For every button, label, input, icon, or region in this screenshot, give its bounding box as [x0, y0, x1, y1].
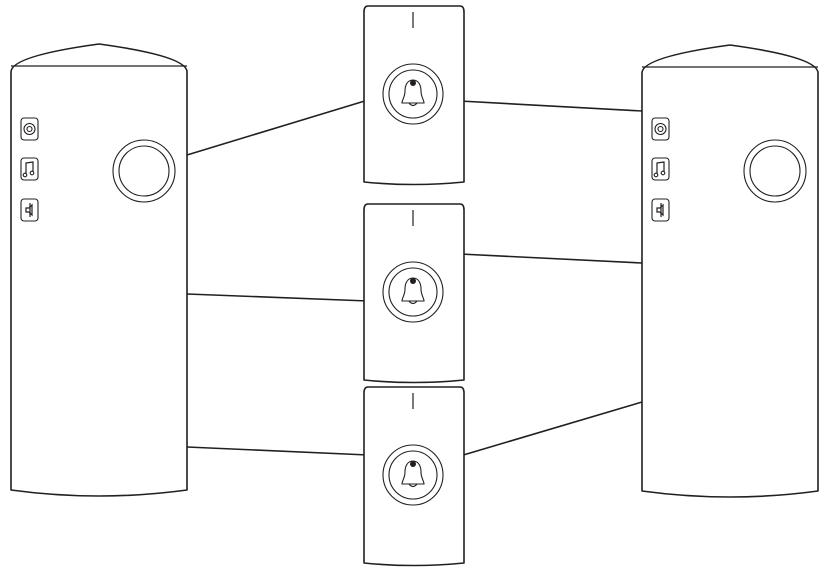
receiver-right-lens	[743, 139, 807, 203]
wire-bottom-right	[459, 401, 643, 457]
wire-left-middle	[186, 293, 369, 302]
gear-icon	[20, 117, 39, 141]
gear-icon	[651, 117, 670, 141]
speaker-icon	[651, 198, 670, 222]
wire-top-right	[459, 100, 643, 112]
transmitter-middle	[363, 203, 465, 384]
music-note-icon	[20, 157, 39, 181]
wire-middle-right	[459, 253, 643, 264]
bell-icon	[382, 63, 444, 125]
speaker-icon	[20, 198, 39, 222]
connection-lines	[186, 99, 643, 457]
music-note-icon	[651, 157, 670, 181]
receiver-left	[10, 43, 188, 497]
wire-left-top	[186, 99, 369, 156]
transmitter-top	[363, 5, 465, 186]
receiver-left-body	[10, 43, 188, 497]
bell-icon	[382, 444, 444, 506]
wire-left-bottom	[186, 446, 369, 456]
receiver-right-body	[641, 44, 819, 498]
bell-icon	[382, 261, 444, 323]
transmitter-bottom	[363, 386, 465, 567]
receiver-right	[641, 44, 819, 498]
receiver-left-lens	[112, 139, 176, 203]
